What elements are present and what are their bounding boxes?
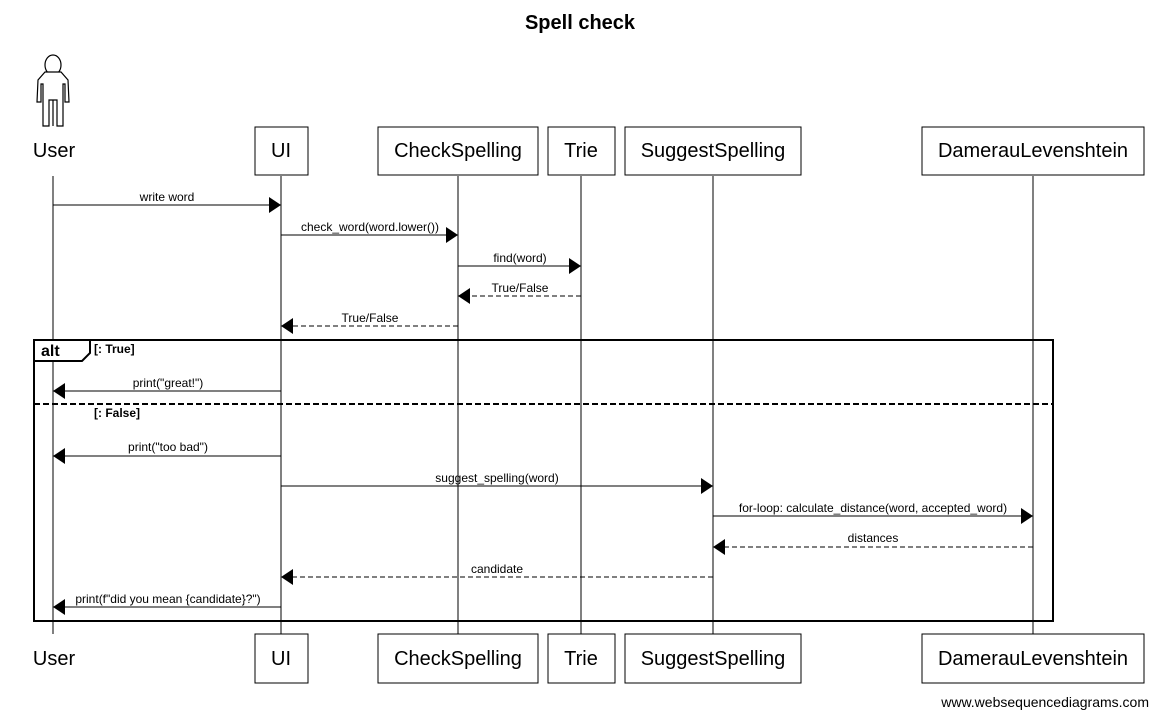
alt-frame-tab bbox=[33, 339, 91, 362]
message-check-return: True/False bbox=[281, 311, 458, 334]
message-trie-return: True/False bbox=[458, 281, 581, 304]
message-label: for-loop: calculate_distance(word, accep… bbox=[739, 501, 1007, 515]
user-actor-icon bbox=[36, 54, 70, 127]
message-calculate-distance: for-loop: calculate_distance(word, accep… bbox=[713, 501, 1033, 524]
messages: write word check_word(word.lower()) find… bbox=[53, 190, 1033, 615]
message-suggest-spelling: suggest_spelling(word) bbox=[281, 471, 713, 494]
participant-trie-label: Trie bbox=[564, 140, 598, 162]
message-label: suggest_spelling(word) bbox=[435, 471, 558, 485]
diagram-title: Spell check bbox=[525, 12, 636, 34]
participant-ui-box bbox=[254, 126, 309, 176]
participants-top: User UI CheckSpelling Trie SuggestSpelli… bbox=[33, 54, 1145, 176]
message-label: find(word) bbox=[493, 251, 546, 265]
message-print-did-you-mean: print(f"did you mean {candidate}?") bbox=[53, 592, 281, 615]
message-check-word: check_word(word.lower()) bbox=[281, 220, 458, 243]
participant-suggest-spelling-box bbox=[624, 126, 802, 176]
message-label: print("great!") bbox=[133, 376, 204, 390]
message-label: True/False bbox=[342, 311, 399, 325]
message-label: distances bbox=[848, 531, 899, 545]
participant-suggest-spelling-box-bottom bbox=[624, 633, 802, 684]
message-write-word: write word bbox=[53, 190, 281, 213]
message-label: candidate bbox=[471, 562, 523, 576]
participant-trie-label-bottom: Trie bbox=[564, 648, 598, 670]
participant-check-spelling-label: CheckSpelling bbox=[394, 140, 522, 162]
participant-trie-box-bottom bbox=[547, 633, 616, 684]
message-label: print(f"did you mean {candidate}?") bbox=[75, 592, 260, 606]
alt-guard-false: [: False] bbox=[94, 406, 140, 420]
participant-ui-box-bottom bbox=[254, 633, 309, 684]
watermark: www.websequencediagrams.com bbox=[940, 694, 1149, 710]
participant-damerau-levenshtein-label: DamerauLevenshtein bbox=[938, 140, 1128, 162]
participants-bottom: User UI CheckSpelling Trie SuggestSpelli… bbox=[33, 633, 1145, 684]
participant-check-spelling-box-bottom bbox=[377, 633, 539, 684]
participant-check-spelling-box bbox=[377, 126, 539, 176]
message-label: True/False bbox=[492, 281, 549, 295]
participant-suggest-spelling-label-bottom: SuggestSpelling bbox=[641, 648, 786, 670]
participant-damerau-levenshtein-label-bottom: DamerauLevenshtein bbox=[938, 648, 1128, 670]
participant-check-spelling-label-bottom: CheckSpelling bbox=[394, 648, 522, 670]
alt-frame: alt [: True] [: False] bbox=[33, 339, 1054, 622]
participant-damerau-levenshtein-box-bottom bbox=[921, 633, 1145, 684]
message-print-too-bad: print("too bad") bbox=[53, 440, 281, 464]
participant-damerau-levenshtein-box bbox=[921, 126, 1145, 176]
message-distances: distances bbox=[713, 531, 1033, 555]
message-candidate: candidate bbox=[281, 562, 713, 585]
message-print-great: print("great!") bbox=[53, 376, 281, 399]
participant-ui-label: UI bbox=[271, 140, 291, 162]
participant-ui-label-bottom: UI bbox=[271, 648, 291, 670]
alt-frame-border bbox=[33, 339, 1054, 622]
message-label: check_word(word.lower()) bbox=[301, 220, 439, 234]
alt-frame-keyword: alt bbox=[41, 343, 60, 360]
message-label: write word bbox=[139, 190, 195, 204]
alt-guard-true: [: True] bbox=[94, 342, 135, 356]
message-find-word: find(word) bbox=[458, 251, 581, 274]
message-label: print("too bad") bbox=[128, 440, 208, 454]
participant-user-label: User bbox=[33, 140, 76, 162]
participant-suggest-spelling-label: SuggestSpelling bbox=[641, 140, 786, 162]
participant-trie-box bbox=[547, 126, 616, 176]
participant-user-label-bottom: User bbox=[33, 648, 76, 670]
